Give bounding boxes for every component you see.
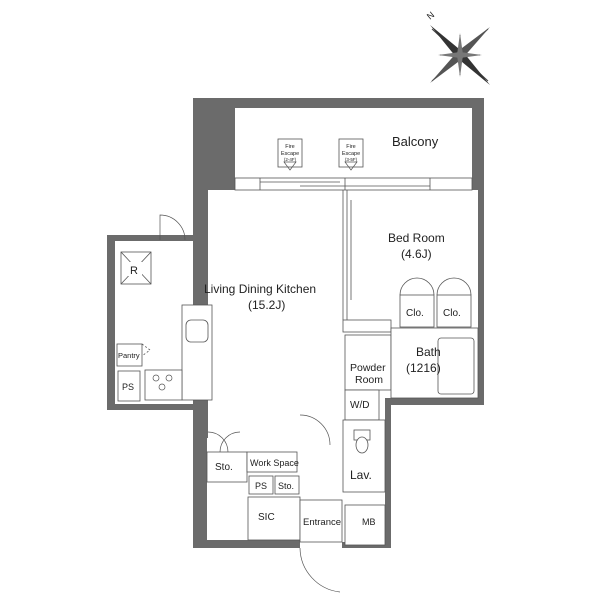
fire-escape-right — [338, 138, 364, 171]
storage-center-label: Sto. — [278, 481, 294, 491]
balcony-label: Balcony — [392, 134, 439, 149]
fire-escape-left — [277, 138, 303, 171]
balcony-windows — [234, 177, 473, 191]
compass-rose-icon — [430, 25, 490, 85]
closets — [399, 277, 472, 328]
pantry-label: Pantry — [118, 351, 140, 360]
fire-escape-right-line2: Escape — [342, 151, 360, 157]
lavatory-label: Lav. — [350, 468, 372, 482]
fire-escape-left-floors: (2-4F) — [284, 157, 297, 162]
fire-escape-left-line1: Fire — [285, 144, 294, 150]
ps-left-label: PS — [122, 382, 134, 392]
bath-name: Bath — [416, 345, 441, 359]
mb-label: MB — [362, 517, 376, 527]
storage-left-label: Sto. — [215, 462, 233, 473]
closet-left-label: Clo. — [406, 308, 424, 319]
ldk-bedroom-partition — [342, 190, 352, 320]
powder-room-line2: Room — [355, 374, 383, 386]
fire-escape-left-line2: Escape — [281, 151, 299, 157]
sic-label: SIC — [258, 512, 275, 523]
bedroom-name: Bed Room — [388, 231, 445, 245]
work-space-label: Work Space — [250, 458, 299, 468]
powder-room-line1: Powder — [350, 362, 386, 374]
stove-burners-icon — [152, 374, 173, 391]
ps-left-box — [117, 370, 141, 402]
exterior-walls — [107, 98, 484, 548]
toilet-icon — [353, 429, 371, 454]
closet-right-label: Clo. — [443, 308, 461, 319]
refrigerator-label: R — [130, 265, 138, 277]
refrigerator-label-bg — [128, 262, 142, 276]
compass-north-label: N — [425, 10, 436, 22]
washer-label: W/D — [350, 400, 369, 411]
bath-size: (1216) — [406, 361, 441, 375]
ldk-size: (15.2J) — [248, 298, 285, 312]
pantry-box — [116, 343, 151, 367]
fire-escape-right-floors: (3-5F) — [345, 157, 358, 162]
fire-escape-right-line1: Fire — [346, 144, 355, 150]
ldk-name: Living Dining Kitchen — [204, 282, 316, 296]
entrance-label: Entrance — [303, 517, 341, 528]
kitchen-counter — [144, 304, 213, 401]
ps-center-label: PS — [255, 481, 267, 491]
bedroom-size: (4.6J) — [401, 247, 432, 261]
